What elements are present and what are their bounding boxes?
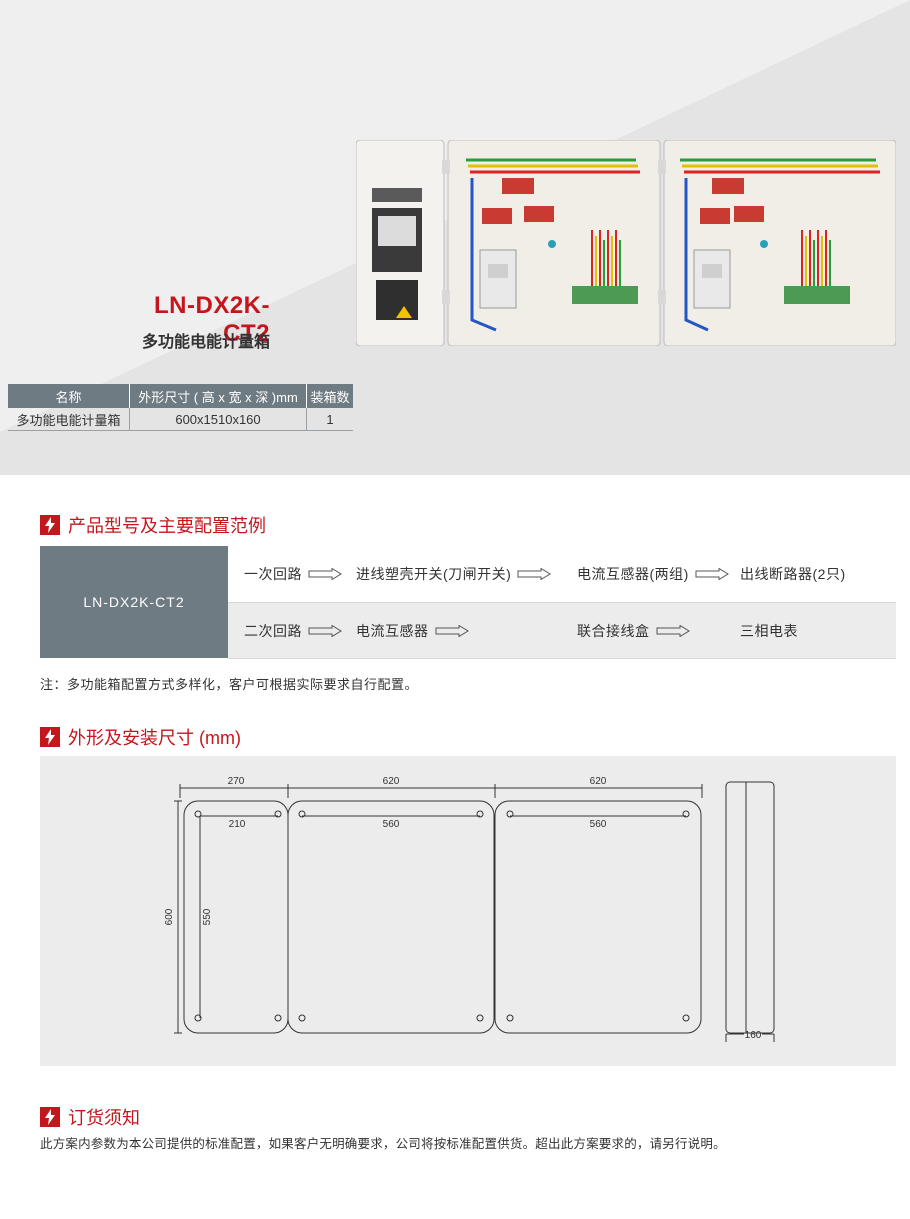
config-step-label: 进线塑壳开关(刀闸开关) <box>356 566 512 582</box>
arrow-right-icon <box>308 568 342 580</box>
dim-label-width-1: 270 <box>228 776 245 787</box>
arrow-right-icon <box>695 568 729 580</box>
config-step-label: 出线断路器(2只) <box>740 566 846 582</box>
spec-cell-count: 1 <box>306 408 353 431</box>
config-model: LN-DX2K-CT2 <box>40 546 228 658</box>
arrow-right-icon <box>656 624 690 637</box>
spec-cell-name: 多功能电能计量箱 <box>8 408 130 431</box>
spec-header-name: 名称 <box>8 384 130 408</box>
config-table: LN-DX2K-CT2 一次回路 进线塑壳开关(刀闸开关) 电流互感器(两组) … <box>40 546 896 659</box>
config-note: 注：多功能箱配置方式多样化，客户可根据实际要求自行配置。 <box>40 677 419 692</box>
dimension-drawing-panel: 270 620 620 210 560 560 600 550 160 <box>40 756 896 1066</box>
product-model-title: LN-DX2K-CT2 <box>154 292 270 347</box>
spec-header-count: 装箱数 <box>306 384 353 408</box>
spec-cell-size: 600x1510x160 <box>129 408 307 431</box>
dim-label-depth: 160 <box>745 1030 762 1041</box>
config-cell: 联合接线盒 <box>577 603 690 658</box>
spec-table-header: 名称 外形尺寸 ( 高 x 宽 x 深 )mm 装箱数 <box>8 384 353 408</box>
config-cell: 进线塑壳开关(刀闸开关) <box>356 546 552 602</box>
config-cell: 电流互感器(两组) <box>577 546 729 602</box>
config-cell: 出线断路器(2只) <box>740 546 846 602</box>
spec-header-size: 外形尺寸 ( 高 x 宽 x 深 )mm <box>129 384 307 408</box>
spec-table: 名称 外形尺寸 ( 高 x 宽 x 深 )mm 装箱数 多功能电能计量箱 600… <box>8 384 353 431</box>
config-cell: 一次回路 <box>244 546 342 602</box>
product-photo <box>356 140 896 346</box>
section-title-config-text: 产品型号及主要配置范例 <box>68 516 266 536</box>
dimension-drawing: 270 620 620 210 560 560 600 550 160 <box>164 776 775 1042</box>
config-step-label: 电流互感器(两组) <box>577 566 689 582</box>
config-step-label: 电流互感器 <box>356 622 429 639</box>
dim-label-height: 600 <box>164 908 175 925</box>
section-title-dimensions-text: 外形及安装尺寸 (mm) <box>68 728 241 748</box>
section-title-order-text: 订货须知 <box>68 1108 140 1128</box>
dim-label-width-2: 620 <box>383 776 400 787</box>
lightning-icon <box>40 727 60 747</box>
dim-label-mount-3: 560 <box>590 819 607 830</box>
config-step-label: 二次回路 <box>244 622 302 639</box>
order-notes: 此方案内参数为本公司提供的标准配置，如果客户无明确要求，公司将按标准配置供货。超… <box>40 1137 726 1151</box>
config-row-primary: 一次回路 进线塑壳开关(刀闸开关) 电流互感器(两组) 出线断路器(2只) <box>228 546 896 603</box>
product-subtitle: 多功能电能计量箱 <box>141 334 270 351</box>
config-step-label: 联合接线盒 <box>577 622 650 639</box>
dim-label-width-3: 620 <box>590 776 607 787</box>
dim-label-mount-1: 210 <box>229 819 246 830</box>
config-step-label: 三相电表 <box>740 622 798 639</box>
section-title-config: 产品型号及主要配置范例 <box>40 512 266 538</box>
arrow-right-icon <box>435 624 469 637</box>
section-title-order: 订货须知 <box>40 1104 140 1130</box>
config-cell: 电流互感器 <box>356 603 469 658</box>
config-cell: 三相电表 <box>740 603 798 658</box>
arrow-right-icon <box>308 624 342 637</box>
table-row: 多功能电能计量箱 600x1510x160 1 <box>8 408 353 431</box>
arrow-right-icon <box>517 568 552 580</box>
lightning-icon <box>40 1107 60 1127</box>
lightning-icon <box>40 515 60 535</box>
hero-banner: LN-DX2K-CT2 多功能电能计量箱 名称 外形尺寸 ( 高 x 宽 x 深… <box>0 0 910 475</box>
config-cell: 二次回路 <box>244 603 342 658</box>
dim-label-mount-height: 550 <box>202 908 213 925</box>
config-row-secondary: 二次回路 电流互感器 联合接线盒 三相电表 <box>228 603 896 659</box>
dim-label-mount-2: 560 <box>383 819 400 830</box>
section-title-dimensions: 外形及安装尺寸 (mm) <box>40 724 241 750</box>
config-step-label: 一次回路 <box>244 566 302 582</box>
